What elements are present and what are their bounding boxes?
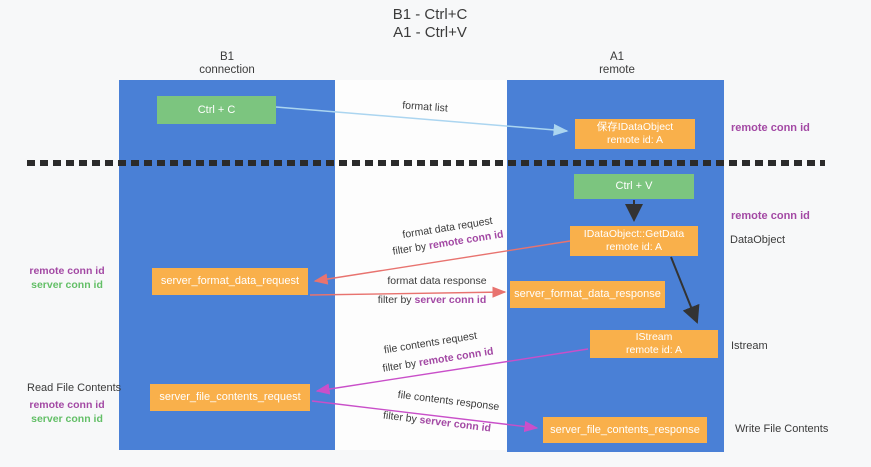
lane-b1-role: connection [199, 64, 255, 76]
istream-node: IStream remote id: A [590, 330, 718, 358]
diagram-title: B1 - Ctrl+C A1 - Ctrl+V [330, 6, 530, 42]
dataobject-annotation: DataObject [730, 234, 786, 246]
read-file-contents-annotation: Read File Contents [27, 382, 122, 394]
save-idataobject-line1: 保存IDataObject [596, 121, 674, 133]
filter-prefix: filter by [377, 294, 415, 306]
server-conn-id-label: server conn id [31, 279, 103, 291]
getdata-line1: IDataObject::GetData [583, 228, 685, 240]
format-data-response-filter-label: filter by server conn id [372, 294, 492, 306]
server-conn-id-label: server conn id [31, 413, 103, 425]
server-file-contents-response-node: server_file_contents_response [543, 417, 707, 443]
server-format-data-response-node: server_format_data_response [510, 281, 665, 308]
server-format-data-request-node: server_format_data_request [152, 268, 308, 295]
lane-header-a1: A1 remote [547, 51, 687, 77]
save-idataobject-line2: remote id: A [606, 134, 664, 146]
istream-line2: remote id: A [625, 344, 683, 356]
lane-b1-name: B1 [219, 51, 235, 63]
left-conn-id-stack-bottom: remote conn id server conn id [12, 398, 122, 426]
lane-a1-name: A1 [609, 51, 625, 63]
lane-header-b1: B1 connection [157, 51, 297, 77]
ctrl-c-node: Ctrl + C [157, 96, 276, 124]
title-line-1: B1 - Ctrl+C [392, 6, 468, 23]
lane-a1-role: remote [599, 64, 635, 76]
ctrl-v-node: Ctrl + V [574, 174, 694, 199]
remote-conn-id-annotation-mid: remote conn id [731, 210, 810, 222]
format-data-response-label: format data response [387, 275, 487, 287]
remote-conn-id-annotation-top: remote conn id [731, 122, 810, 134]
getdata-line2: remote id: A [605, 241, 663, 253]
write-file-contents-annotation: Write File Contents [735, 423, 829, 435]
remote-conn-id-label: remote conn id [29, 399, 105, 411]
save-idataobject-node: 保存IDataObject remote id: A [575, 119, 695, 149]
server-file-contents-request-node: server_file_contents_request [150, 384, 310, 411]
server-conn-id-key: server conn id [414, 294, 487, 306]
title-line-2: A1 - Ctrl+V [393, 24, 467, 41]
left-conn-id-stack-top: remote conn id server conn id [12, 264, 122, 292]
getdata-node: IDataObject::GetData remote id: A [570, 226, 698, 256]
istream-line1: IStream [635, 331, 673, 343]
remote-conn-id-label: remote conn id [29, 265, 105, 277]
istream-annotation: Istream [731, 340, 768, 352]
